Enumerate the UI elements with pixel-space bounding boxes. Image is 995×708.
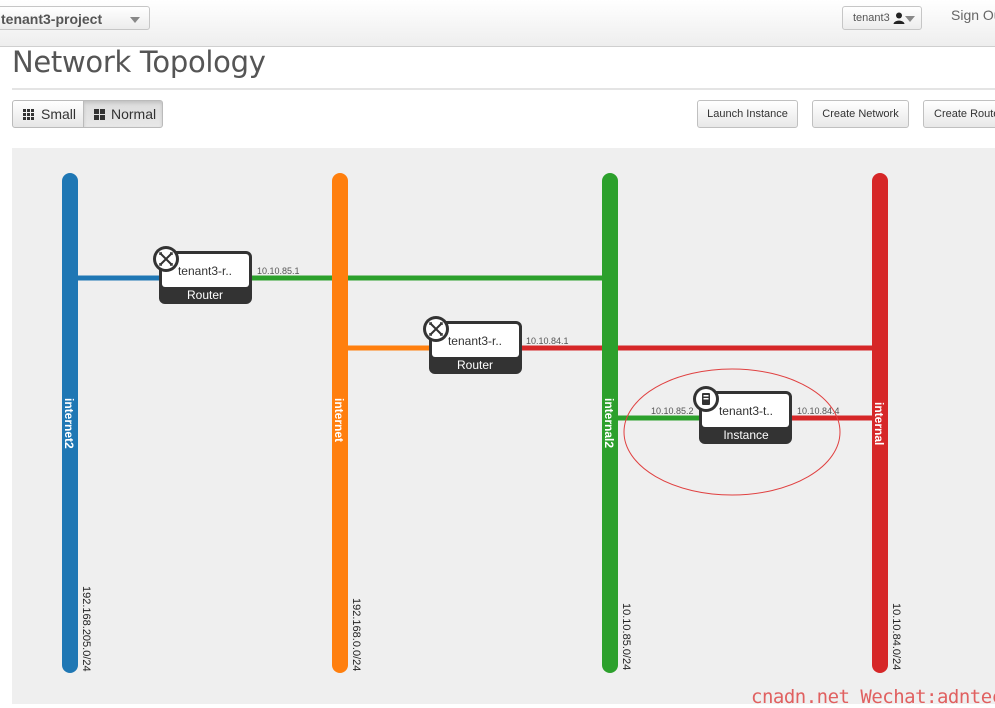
top-navbar: tenant3-project tenant3 Sign Ou xyxy=(0,0,995,47)
page-title: Network Topology xyxy=(12,45,266,79)
device-type: Instance xyxy=(723,428,769,442)
view-small-button[interactable]: Small xyxy=(12,100,84,128)
port-ip-label: 10.10.84.4 xyxy=(797,406,840,416)
router-node[interactable]: tenant3-r.. Router xyxy=(153,246,252,304)
topology-canvas: internet2 192.168.205.0/24 internet 192.… xyxy=(12,148,995,704)
network-name: internal2 xyxy=(602,398,616,448)
network-bar xyxy=(62,173,78,673)
network-name: internal xyxy=(872,402,886,445)
large-grid-icon xyxy=(94,109,105,120)
router-node[interactable]: tenant3-r.. Router xyxy=(423,316,522,374)
network-cidr: 192.168.0.0/24 xyxy=(350,598,362,671)
user-name: tenant3 xyxy=(853,12,890,24)
network-cidr: 10.10.85.0/24 xyxy=(620,603,632,670)
device-name: tenant3-t.. xyxy=(719,404,773,418)
device-type: Router xyxy=(187,288,223,302)
launch-instance-button[interactable]: Launch Instance xyxy=(697,100,798,128)
watermark-text: cnadn.net Wechat:adntech xyxy=(751,686,995,708)
topology-graph: internet2 192.168.205.0/24 internet 192.… xyxy=(62,173,902,673)
project-selector[interactable]: tenant3-project xyxy=(0,6,150,30)
create-network-button[interactable]: Create Network xyxy=(812,100,909,128)
device-type: Router xyxy=(457,358,493,372)
network-internal2[interactable]: internal2 10.10.85.0/24 xyxy=(602,173,632,673)
network-internet2[interactable]: internet2 192.168.205.0/24 xyxy=(62,173,92,673)
network-name: internet xyxy=(332,398,346,442)
view-normal-button[interactable]: Normal xyxy=(83,100,163,128)
chevron-down-icon xyxy=(905,16,915,22)
instance-node[interactable]: tenant3-t.. Instance xyxy=(693,386,792,444)
network-cidr: 10.10.84.0/24 xyxy=(890,603,902,670)
network-bar xyxy=(602,173,618,673)
network-name: internet2 xyxy=(62,398,76,449)
network-internet[interactable]: internet 192.168.0.0/24 xyxy=(332,173,362,673)
highlight-ellipse xyxy=(623,368,841,496)
chevron-down-icon xyxy=(130,17,140,23)
title-divider xyxy=(12,88,995,90)
sign-out-link[interactable]: Sign Ou xyxy=(951,7,995,23)
network-bar xyxy=(332,173,348,673)
router-icon xyxy=(153,246,179,272)
user-menu-button[interactable]: tenant3 xyxy=(842,6,922,30)
user-icon xyxy=(893,12,905,24)
network-cidr: 192.168.205.0/24 xyxy=(80,586,92,672)
server-icon xyxy=(693,386,719,412)
port-ip-label: 10.10.85.1 xyxy=(257,266,300,276)
small-grid-icon xyxy=(23,109,34,120)
view-normal-label: Normal xyxy=(111,106,157,122)
device-name: tenant3-r.. xyxy=(448,334,502,348)
port-ip-label: 10.10.85.2 xyxy=(651,406,694,416)
network-bar xyxy=(872,173,888,673)
network-internal[interactable]: internal 10.10.84.0/24 xyxy=(872,173,902,673)
project-selector-label: tenant3-project xyxy=(1,11,103,27)
view-small-label: Small xyxy=(41,106,77,122)
router-icon xyxy=(423,316,449,342)
create-router-button[interactable]: Create Route xyxy=(923,100,995,128)
port-ip-label: 10.10.84.1 xyxy=(526,336,569,346)
device-name: tenant3-r.. xyxy=(178,264,232,278)
